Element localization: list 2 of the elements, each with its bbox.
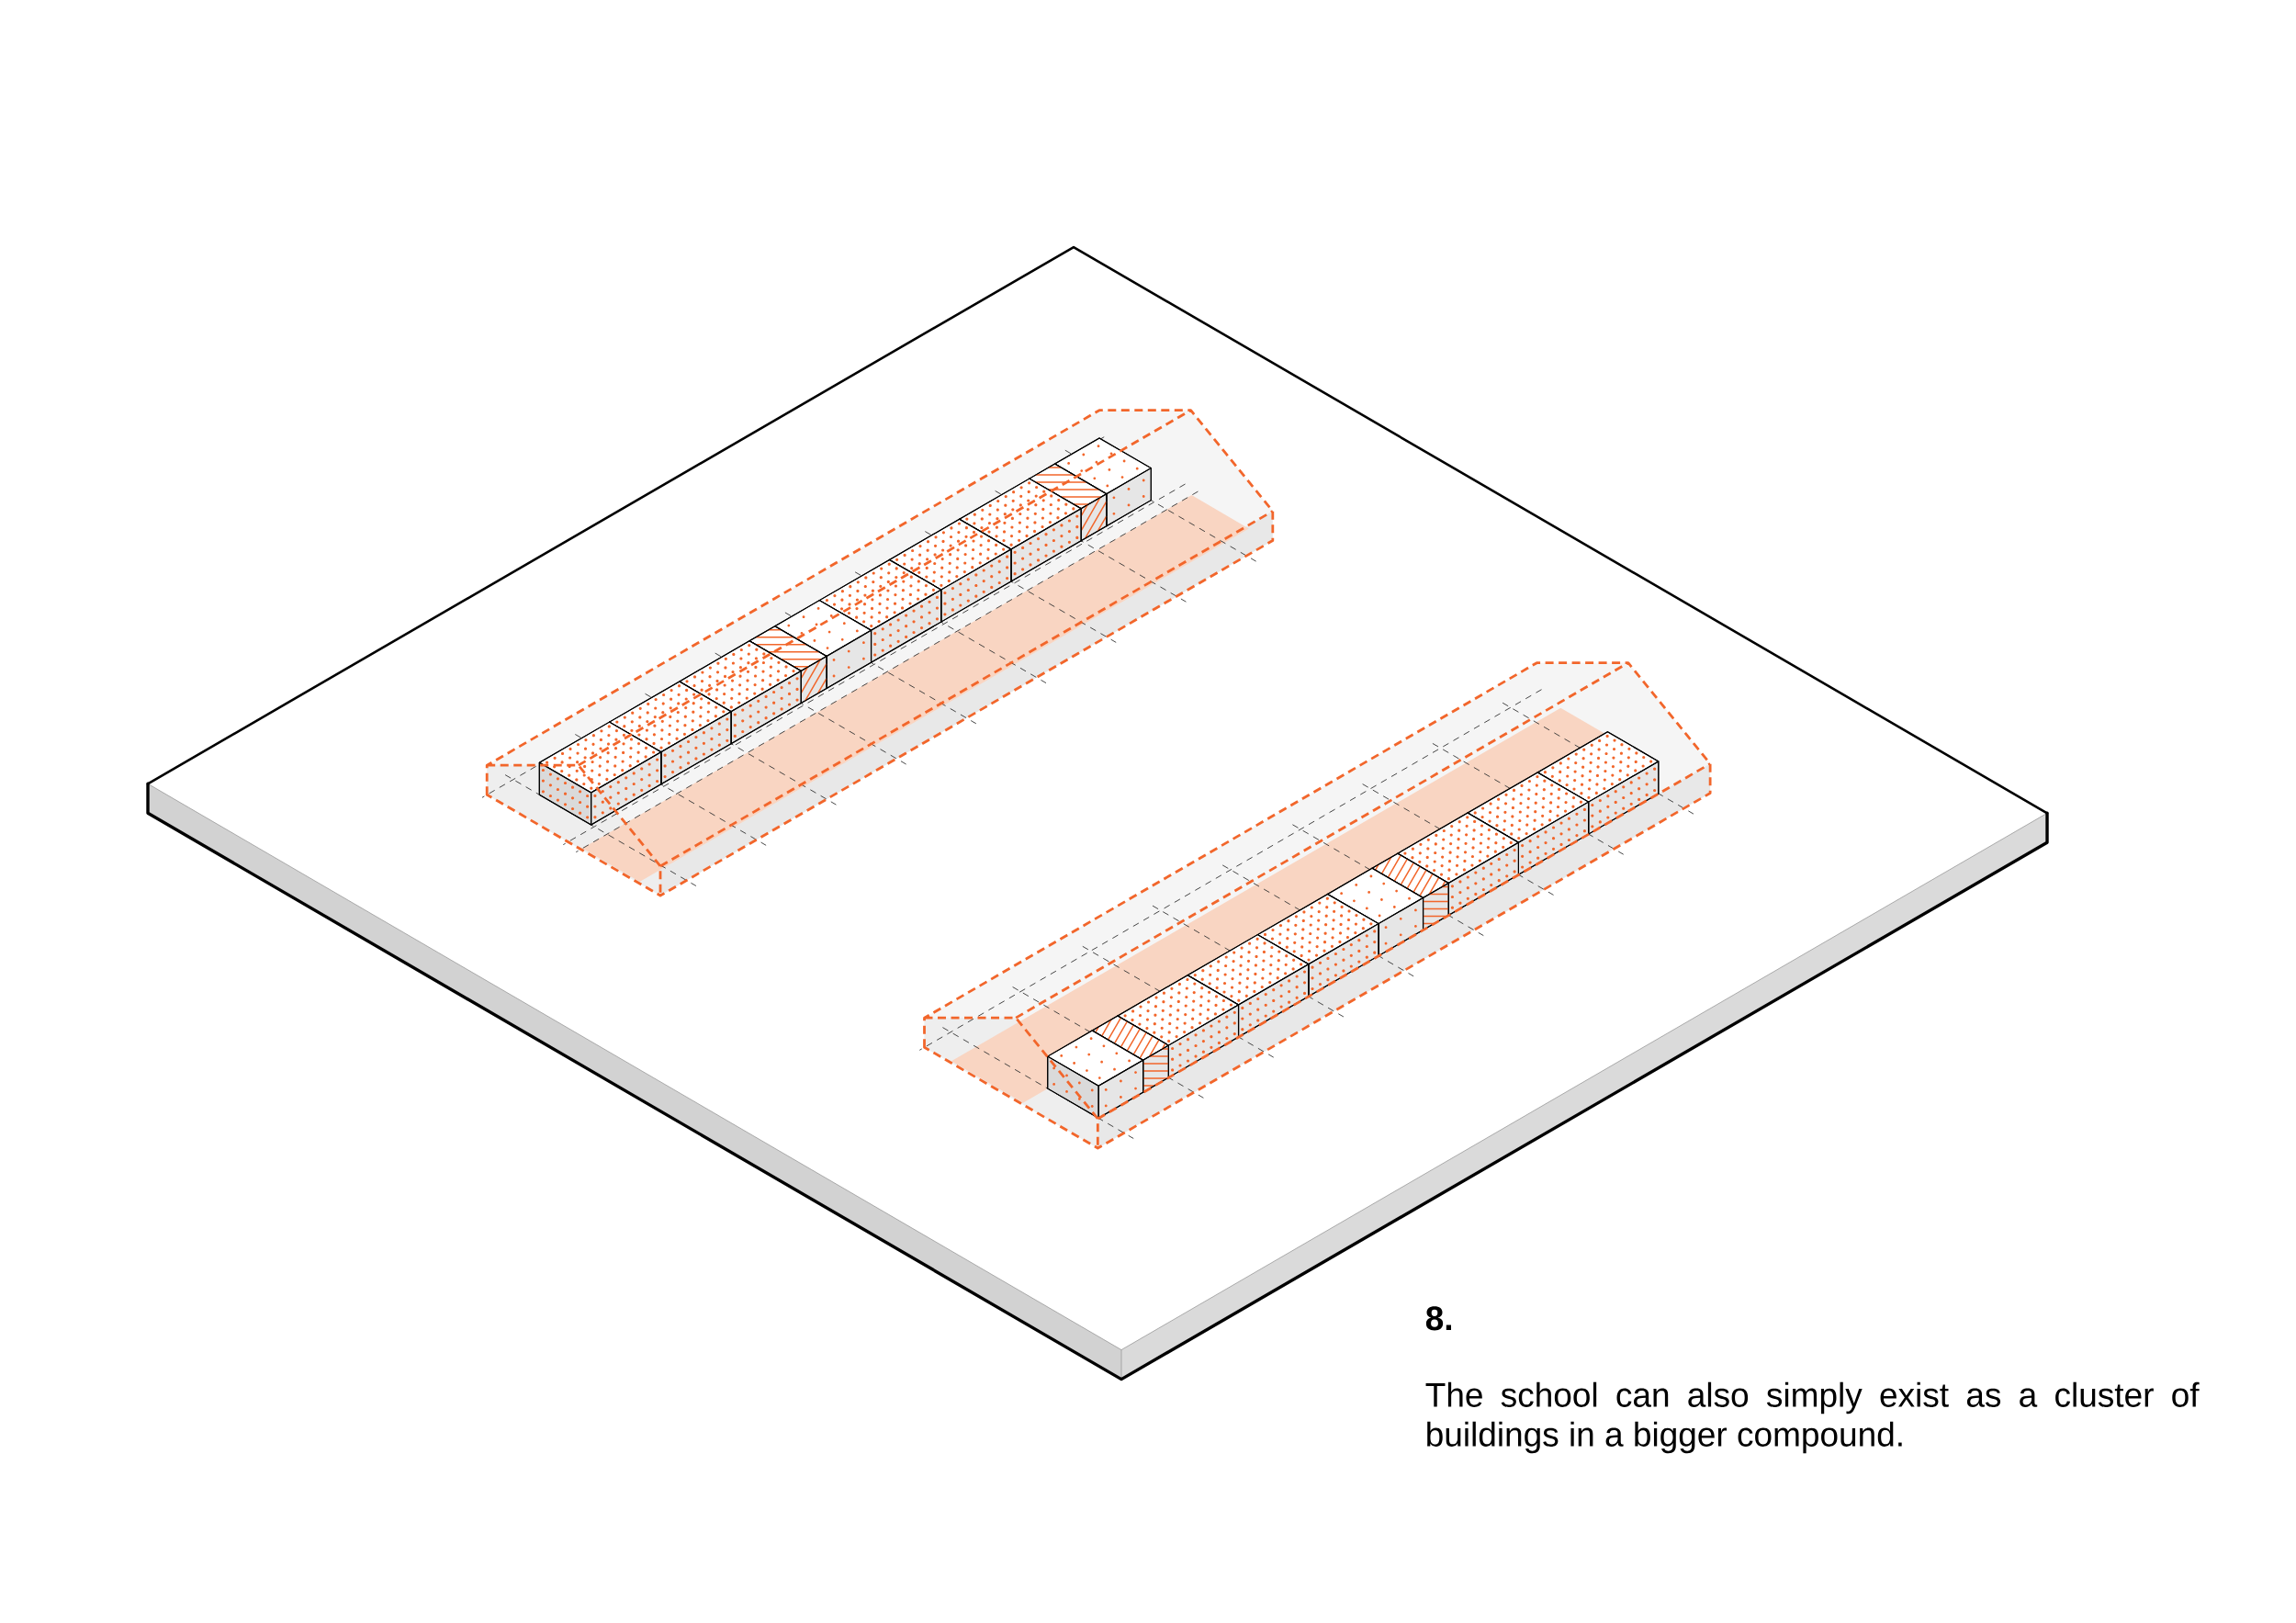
description-text: The school can also simply exist as a cluster of buildings in a bigger compound. [1425, 1381, 2200, 1454]
step-number: 8. [1425, 1306, 1451, 1331]
